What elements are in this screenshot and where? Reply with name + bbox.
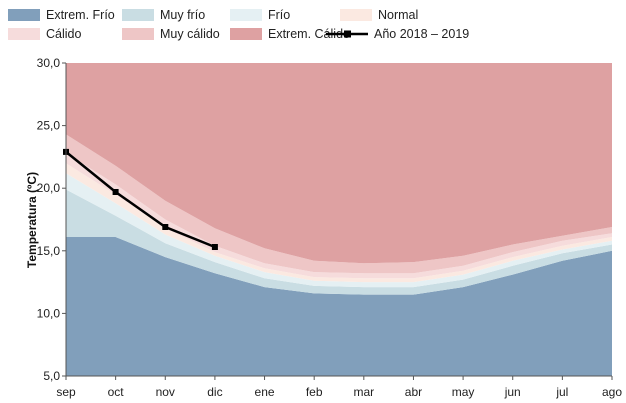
x-tick-label: may — [452, 385, 475, 399]
x-tick-label: dic — [207, 385, 222, 399]
y-tick-label: 15,0 — [37, 244, 61, 258]
legend-item-extrem-calido: Extrem. Cálido — [230, 27, 350, 41]
x-tick-label: ene — [255, 385, 275, 399]
legend-swatch — [122, 9, 154, 21]
y-tick-label: 25,0 — [37, 119, 61, 133]
legend-label: Extrem. Cálido — [268, 27, 350, 41]
legend-item-extrem-frio: Extrem. Frío — [8, 8, 115, 22]
legend-item-calido: Cálido — [8, 27, 81, 41]
series-point — [112, 189, 119, 195]
legend-label: Frío — [268, 8, 290, 22]
x-tick-label: ago — [602, 385, 622, 399]
y-tick-label: 10,0 — [37, 306, 61, 320]
plot-area: 5,0 10,0 15,0 20,0 25,0 30,0 sep oct nov dic ene fe… — [37, 56, 623, 399]
legend-marker — [344, 30, 351, 38]
y-tick-label: 20,0 — [37, 181, 61, 195]
legend-label: Normal — [378, 8, 418, 22]
x-tick-label: jun — [504, 385, 521, 399]
legend-item-normal: Normal — [340, 8, 418, 22]
legend-label: Año 2018 – 2019 — [374, 27, 469, 41]
bands-layer — [66, 63, 612, 376]
series-point — [211, 244, 218, 250]
y-axis-title: Temperatura (ºC) — [25, 172, 39, 268]
y-tick-label: 5,0 — [43, 369, 60, 383]
legend-swatch — [8, 28, 40, 40]
legend-label: Extrem. Frío — [46, 8, 115, 22]
legend-item-muy-frio: Muy frío — [122, 8, 205, 22]
band-extrem-frio — [66, 237, 612, 376]
x-tick-label: nov — [156, 385, 175, 399]
y-tick-label: 30,0 — [37, 56, 61, 70]
series-line — [65, 150, 216, 249]
x-tick-label: jul — [555, 385, 568, 399]
band-extrem-calido — [66, 63, 612, 264]
legend-item-frio: Frío — [230, 8, 290, 22]
x-tick-label: abr — [405, 385, 422, 399]
legend-item-ano-2018-2019: Año 2018 – 2019 — [326, 27, 469, 41]
x-tick-label: sep — [56, 385, 76, 399]
x-tick-label: mar — [353, 385, 374, 399]
legend-swatch — [340, 9, 372, 21]
legend-label: Muy frío — [160, 8, 205, 22]
legend-label: Muy cálido — [160, 27, 220, 41]
band-muy-calido — [66, 134, 612, 274]
legend-swatch — [122, 28, 154, 40]
legend-item-muy-calido: Muy cálido — [122, 27, 220, 41]
legend-label: Cálido — [46, 27, 81, 41]
legend-swatch — [8, 9, 40, 21]
legend-swatch — [230, 9, 262, 21]
x-tick-label: feb — [306, 385, 323, 399]
axes-layer: 5,0 10,0 15,0 20,0 25,0 30,0 sep oct nov dic ene fe… — [37, 56, 623, 399]
x-tick-label: oct — [108, 385, 125, 399]
legend-swatch — [230, 28, 262, 40]
band-muy-frio — [66, 189, 612, 295]
series-point — [162, 224, 169, 230]
